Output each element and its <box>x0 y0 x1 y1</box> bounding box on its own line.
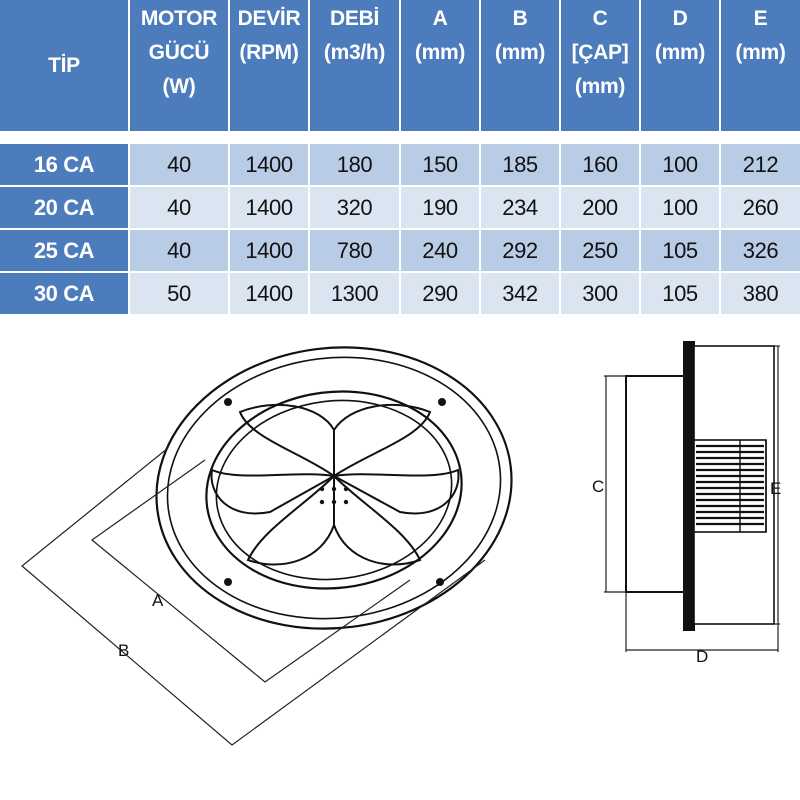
value-cell: 212 <box>719 142 800 185</box>
fan-blades <box>210 403 460 566</box>
header-text: A <box>432 7 448 30</box>
outer-ring-inner-edge <box>166 356 502 620</box>
value-cell: 234 <box>479 185 559 228</box>
value-cell: 1300 <box>308 271 399 314</box>
mount-hole <box>224 398 232 406</box>
value-cell: 50 <box>128 271 228 314</box>
front-dimension-lines <box>21 447 486 746</box>
value-cell: 780 <box>308 228 399 271</box>
value-cell: 300 <box>559 271 639 314</box>
value-cell: 1400 <box>228 142 308 185</box>
label-c: C <box>592 477 604 496</box>
header-text: C <box>592 7 608 30</box>
value-cell: 1400 <box>228 228 308 271</box>
mount-hole <box>436 578 444 586</box>
header-text: TİP <box>48 53 80 77</box>
value-cell: 100 <box>639 142 719 185</box>
outer-ring <box>155 346 513 630</box>
header-text: GÜCÜ <box>148 41 210 64</box>
header-rpm: DEVİR (RPM) <box>228 0 308 131</box>
value-cell: 250 <box>559 228 639 271</box>
row-type-cell: 16 CA <box>0 142 128 185</box>
value-cell: 105 <box>639 228 719 271</box>
value-cell: 160 <box>559 142 639 185</box>
row-type-cell: 20 CA <box>0 185 128 228</box>
inner-ring-inner-edge <box>215 399 453 581</box>
value-cell: 260 <box>719 185 800 228</box>
header-text: (mm) <box>654 41 706 64</box>
value-cell: 240 <box>399 228 479 271</box>
inner-ring <box>205 390 463 590</box>
header-dim-c: C [ÇAP] (mm) <box>559 0 639 131</box>
header-text: B <box>512 7 528 30</box>
header-text: (mm) <box>494 41 546 64</box>
value-cell: 190 <box>399 185 479 228</box>
value-cell: 40 <box>128 185 228 228</box>
fan-front-view <box>155 346 513 630</box>
mount-hole <box>438 398 446 406</box>
mount-hole <box>224 578 232 586</box>
value-cell: 40 <box>128 142 228 185</box>
header-tip: TİP <box>0 0 128 131</box>
side-dimension-lines <box>604 345 780 652</box>
table-header-row: TİP MOTOR GÜCÜ (W) DEVİR (RPM) DEBİ (m3/h) A (mm)… <box>0 0 800 131</box>
dimension-a-line <box>91 459 411 683</box>
header-flow: DEBİ (m3/h) <box>308 0 399 131</box>
value-cell: 320 <box>308 185 399 228</box>
value-cell: 185 <box>479 142 559 185</box>
grille-slats <box>696 444 764 526</box>
label-a: A <box>152 591 164 610</box>
row-type-cell: 30 CA <box>0 271 128 314</box>
label-d: D <box>696 647 708 666</box>
value-cell: 292 <box>479 228 559 271</box>
grille-block <box>693 439 767 533</box>
header-text: (RPM) <box>239 41 299 64</box>
row-type-cell: 25 CA <box>0 228 128 271</box>
value-cell: 1400 <box>228 271 308 314</box>
label-b: B <box>118 641 129 660</box>
value-cell: 1400 <box>228 185 308 228</box>
value-cell: 342 <box>479 271 559 314</box>
value-cell: 200 <box>559 185 639 228</box>
header-dim-d: D (mm) <box>639 0 719 131</box>
fan-side-view <box>625 341 775 631</box>
hub <box>319 473 349 505</box>
header-text: (mm) <box>735 41 786 64</box>
value-cell: 380 <box>719 271 800 314</box>
header-text: MOTOR <box>140 7 218 30</box>
header-dim-e: E (mm) <box>719 0 800 131</box>
table-spacer <box>0 131 800 142</box>
header-dim-b: B (mm) <box>479 0 559 131</box>
value-cell: 100 <box>639 185 719 228</box>
value-cell: 150 <box>399 142 479 185</box>
header-text: (mm) <box>414 41 466 64</box>
spec-table: TİP MOTOR GÜCÜ (W) DEVİR (RPM) DEBİ (m3/h) A (mm)… <box>0 0 800 314</box>
flange-plate <box>683 341 695 631</box>
header-text: (mm) <box>574 75 626 98</box>
header-dim-a: A (mm) <box>399 0 479 131</box>
motor-housing <box>625 375 685 593</box>
header-motor-power: MOTOR GÜCÜ (W) <box>128 0 228 131</box>
value-cell: 105 <box>639 271 719 314</box>
value-cell: 326 <box>719 228 800 271</box>
dimension-b-line <box>21 447 486 746</box>
value-cell: 180 <box>308 142 399 185</box>
header-text: [ÇAP] <box>571 41 629 64</box>
header-text: DEBİ <box>330 7 379 30</box>
header-text: DEVİR <box>237 7 301 30</box>
header-text: (m3/h) <box>323 41 386 64</box>
header-text: D <box>672 7 688 30</box>
value-cell: 290 <box>399 271 479 314</box>
label-e: E <box>770 479 781 498</box>
value-cell: 40 <box>128 228 228 271</box>
header-text: E <box>753 7 768 30</box>
header-text: (W) <box>162 75 196 98</box>
